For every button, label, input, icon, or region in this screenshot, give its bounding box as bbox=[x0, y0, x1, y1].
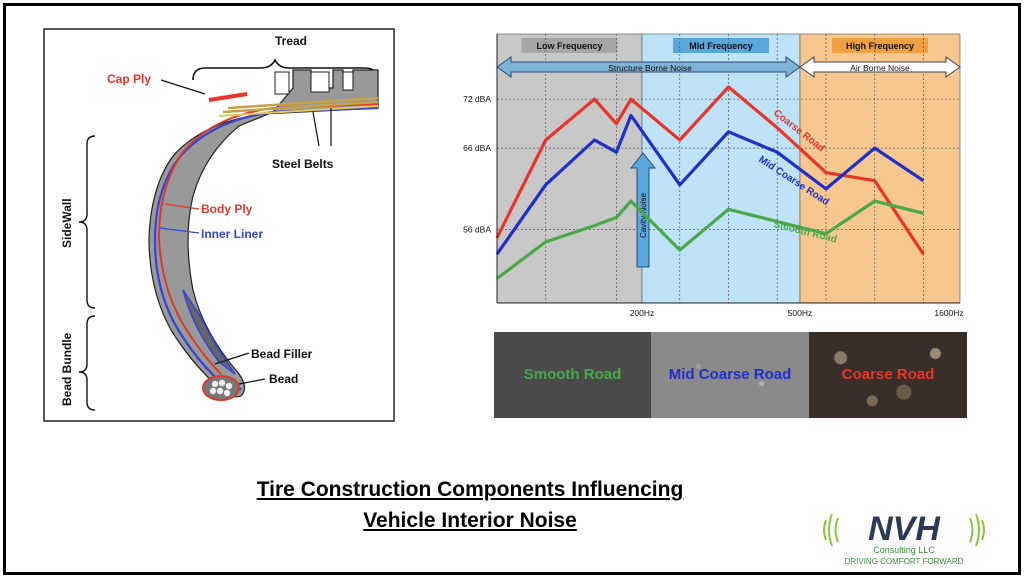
tread-label: Tread bbox=[275, 34, 307, 48]
structure-borne-label: Structure Borne Noise bbox=[608, 63, 692, 73]
series-line-1 bbox=[495, 113, 925, 256]
cap-ply-label: Cap Ply bbox=[107, 72, 151, 86]
side-brackets: SideWall Bead Bundle bbox=[60, 135, 96, 411]
band-label-0: Low Frequency bbox=[536, 41, 602, 51]
band-label-bg-0 bbox=[521, 38, 618, 53]
band-0 bbox=[496, 33, 643, 304]
road-panel-2: Coarse Road bbox=[809, 332, 967, 418]
steel-belts bbox=[227, 96, 379, 110]
road-panel-1: Mid Coarse Road bbox=[651, 332, 809, 418]
air-borne-label: Air Borne Noise bbox=[850, 63, 910, 73]
x-tick-label-1: 500Hz bbox=[788, 308, 813, 318]
nvh-logo: NVH Consulting LLC DRIVING COMFORT FORWA… bbox=[823, 510, 985, 566]
y-tick-label-0: 72 dBA bbox=[463, 94, 491, 104]
sidewall-label: SideWall bbox=[60, 198, 74, 248]
page-title-line1: Tire Construction Components Influencing bbox=[256, 478, 684, 501]
page-title-line2: Vehicle Interior Noise bbox=[363, 509, 577, 532]
band-label-bg-1 bbox=[673, 38, 769, 53]
series-line-2 bbox=[496, 199, 924, 280]
air-borne-arrow bbox=[799, 56, 961, 78]
road-label-2: Coarse Road bbox=[841, 366, 935, 383]
logo-name: NVH bbox=[868, 510, 941, 548]
body-ply-label: Body Ply bbox=[201, 202, 253, 216]
tire-body bbox=[148, 69, 379, 398]
cap-ply bbox=[208, 92, 248, 102]
tire-diagram: Tread Cap Ply Steel Belts Body Ply Inner… bbox=[43, 28, 395, 422]
x-tick-label-2: 1600Hz bbox=[934, 308, 963, 318]
band-label-1: Mid Frequency bbox=[689, 41, 753, 51]
bead-filler bbox=[182, 289, 236, 375]
y-tick-label-2: 56 dBA bbox=[463, 225, 491, 235]
body-ply-line bbox=[157, 103, 379, 375]
x-tick-label-0: 200Hz bbox=[630, 308, 655, 318]
y-tick-label-1: 66 dBA bbox=[463, 143, 491, 153]
inner-liner-label: Inner Liner bbox=[201, 227, 263, 241]
cavity-noise-arrow bbox=[629, 152, 657, 268]
road-strip: Smooth Road Mid Coarse Road Coarse Road bbox=[494, 332, 967, 418]
band-label-2: High Frequency bbox=[846, 41, 914, 51]
bead-bundle-label: Bead Bundle bbox=[60, 332, 74, 406]
logo-sub: Consulting LLC bbox=[873, 545, 935, 555]
noise-chart: Low Frequency Mid Frequency High Frequency… bbox=[463, 33, 964, 318]
band-2 bbox=[799, 33, 961, 304]
band-label-bg-2 bbox=[832, 38, 928, 53]
bead-label: Bead bbox=[269, 372, 298, 386]
road-panel-0: Smooth Road bbox=[494, 332, 651, 418]
logo-tagline: DRIVING COMFORT FORWARD bbox=[845, 557, 964, 566]
steel-belts-label: Steel Belts bbox=[272, 157, 334, 171]
road-label-1: Mid Coarse Road bbox=[668, 366, 792, 383]
bead-filler-label: Bead Filler bbox=[251, 347, 313, 361]
road-label-0: Smooth Road bbox=[523, 366, 622, 383]
